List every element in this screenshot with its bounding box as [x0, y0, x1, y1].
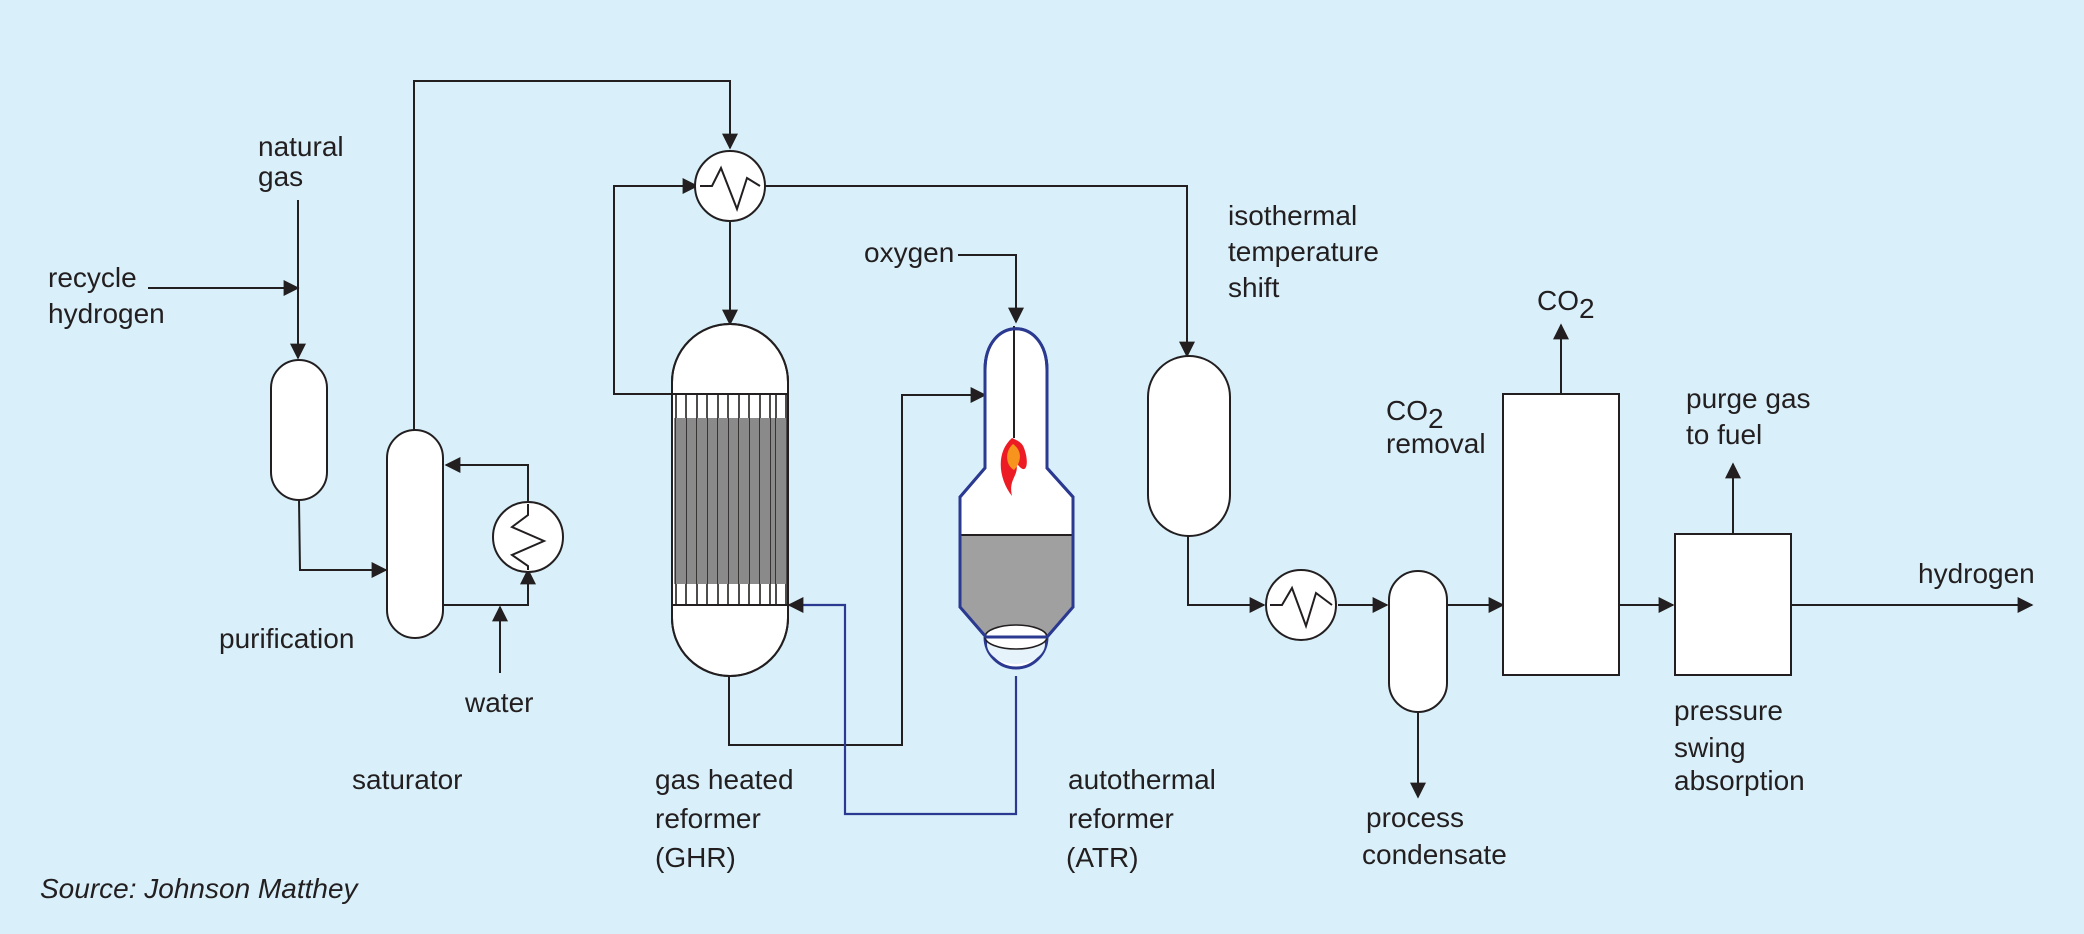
water-label: water — [464, 687, 533, 718]
flame-icon — [1000, 438, 1027, 496]
oxygen-line — [958, 254, 1024, 324]
saturator-heater-icon — [492, 501, 564, 573]
isothermal-shift-vessel — [1147, 355, 1231, 537]
shift-to-cooler-line — [1187, 536, 1266, 613]
gas-heated-reformer — [671, 323, 789, 677]
saturator-water-loop-return — [444, 457, 529, 504]
ghr-to-exchanger-line — [613, 178, 699, 395]
purge-gas-label: purge gas to fuel — [1686, 383, 1818, 450]
oxygen-label: oxygen — [864, 237, 954, 268]
purification-vessel — [270, 359, 328, 501]
ghr-to-atr-line — [728, 387, 987, 746]
cooler-icon — [1265, 569, 1337, 641]
condensate-separator-vessel — [1388, 570, 1448, 713]
source-credit: Source: Johnson Matthey — [40, 873, 360, 904]
autothermal-reformer-label: autothermal reformer (ATR) — [1066, 764, 1224, 873]
feed-effluent-exchanger-icon — [694, 150, 766, 222]
process-condensate-label: process condensate — [1362, 802, 1507, 870]
autothermal-reformer — [958, 326, 1075, 670]
hydrogen-product-label: hydrogen — [1918, 558, 2035, 589]
co2-removal-unit — [1502, 393, 1620, 676]
gas-heated-reformer-label: gas heated reformer (GHR) — [655, 764, 801, 873]
psa-unit — [1674, 533, 1792, 676]
atr-to-ghr-line — [787, 597, 1018, 816]
isothermal-shift-label: isothermal temperature shift — [1228, 200, 1387, 303]
recycle-hydrogen-label: recycle hydrogen — [48, 262, 165, 329]
co2-out-label: CO2 — [1537, 285, 1595, 324]
exchanger-to-shift-line — [765, 185, 1195, 358]
psa-label: pressure swing absorption — [1674, 695, 1805, 796]
purification-to-saturator-line — [298, 499, 388, 578]
natural-gas-label: natural gas — [258, 131, 351, 192]
saturator-to-exchanger-line — [413, 80, 738, 430]
saturator-water-loop-out — [443, 568, 536, 606]
ghr-tubes — [674, 393, 787, 606]
purification-label: purification — [219, 623, 354, 654]
atr-catalyst-bed — [961, 535, 1072, 636]
saturator-label: saturator — [352, 764, 463, 795]
co2-removal-label: CO2 removal — [1386, 395, 1486, 459]
saturator-vessel — [386, 429, 444, 639]
